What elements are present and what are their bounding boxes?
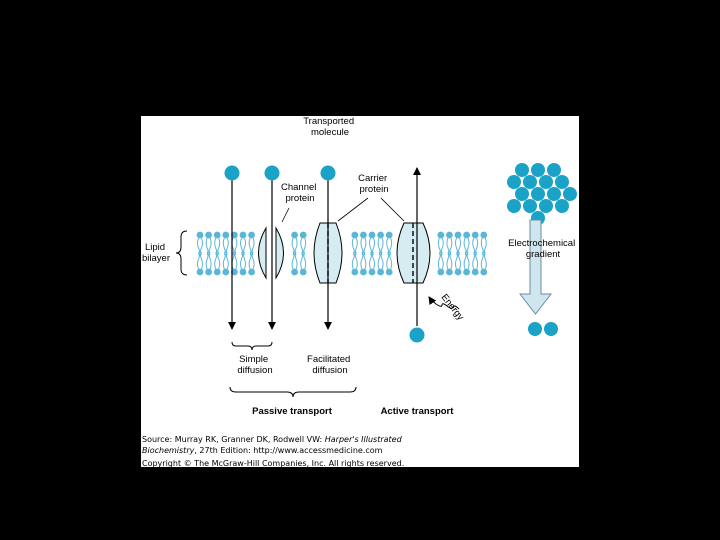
molecule-facilitated (320, 165, 336, 181)
phospholipid (454, 231, 462, 256)
phospholipid (368, 231, 376, 256)
copyright-notice: Copyright © The McGraw-Hill Companies, I… (142, 459, 405, 468)
phospholipid (368, 251, 376, 276)
gradient-molecule-high (531, 163, 545, 177)
lipid-bilayer (196, 231, 488, 276)
phospholipid (446, 231, 453, 256)
phospholipid (248, 231, 255, 256)
phospholipid (222, 231, 230, 256)
gradient-molecule-high (515, 187, 529, 201)
gradient-molecule-high (555, 199, 569, 213)
gradient-molecule-high (531, 187, 545, 201)
phospholipid (213, 231, 221, 256)
lipid-bilayer-brace (175, 230, 188, 276)
membrane-transport-figure: Transported molecule Channel protein Car… (141, 116, 579, 468)
channel-protein-label: Channel protein (281, 182, 319, 204)
source-citation-line-2: Biochemistry, 27th Edition: http://www.a… (142, 446, 383, 455)
molecule-active (409, 327, 425, 343)
phospholipid (471, 251, 479, 276)
gradient-molecule-high (539, 199, 553, 213)
gradient-molecule-high (547, 187, 561, 201)
facilitated-diffusion-label: Facilitated diffusion (307, 354, 353, 376)
carrier-protein-leader-left (337, 197, 369, 222)
phospholipid (196, 251, 204, 276)
membrane-transport-diagram: Transported molecule Channel protein Car… (142, 116, 578, 417)
phospholipid (377, 251, 384, 276)
molecule-simple (224, 165, 240, 181)
passive-transport-brace (229, 386, 357, 398)
phospholipid (360, 251, 367, 276)
gradient-molecule-high (555, 175, 569, 189)
gradient-molecule-high (515, 163, 529, 177)
phospholipid (480, 251, 488, 276)
source-citation-line-1: Source: Murray RK, Granner DK, Rodwell V… (142, 435, 402, 444)
phospholipid (480, 231, 488, 256)
gradient-molecule-high (507, 199, 521, 213)
phospholipid (239, 231, 247, 256)
passive-transport-label: Passive transport (252, 406, 333, 417)
phospholipid (471, 231, 479, 256)
channel-protein (258, 226, 284, 280)
phospholipid (291, 231, 298, 256)
electrochemical-gradient-label: Electrochemical gradient (508, 238, 578, 260)
gradient-molecule-high (563, 187, 577, 201)
gradient-molecule-low (528, 322, 542, 336)
phospholipid (248, 251, 255, 276)
phospholipid (463, 251, 470, 276)
carrier-protein-label: Carrier protein (358, 173, 390, 195)
phospholipid (385, 231, 393, 256)
phospholipid (196, 231, 204, 256)
channel-protein-leader (281, 207, 290, 223)
phospholipid (463, 231, 470, 256)
phospholipid (239, 251, 247, 276)
gradient-molecule-high (523, 199, 537, 213)
phospholipid (205, 231, 212, 256)
phospholipid (360, 231, 367, 256)
phospholipid (437, 251, 445, 276)
phospholipid (299, 231, 307, 256)
phospholipid (213, 251, 221, 276)
gradient-molecule-high (547, 163, 561, 177)
phospholipid (291, 251, 298, 276)
phospholipid (222, 251, 230, 276)
phospholipid (351, 231, 359, 256)
gradient-molecule-high (507, 175, 521, 189)
phospholipid (205, 251, 212, 276)
phospholipid (377, 231, 384, 256)
phospholipid (446, 251, 453, 276)
phospholipid (299, 251, 307, 276)
simple-diffusion-brace (231, 341, 273, 351)
electrochemical-gradient-arrow (518, 219, 553, 315)
phospholipid (385, 251, 393, 276)
active-transport-label: Active transport (381, 406, 455, 417)
lipid-bilayer-label: Lipid bilayer (142, 242, 170, 264)
simple-diffusion-label: Simple diffusion (237, 354, 272, 376)
carrier-protein-leader-right (380, 197, 405, 222)
energy-arrow (428, 296, 460, 310)
gradient-molecule-high (523, 175, 537, 189)
transported-molecule-label: Transported molecule (303, 116, 357, 138)
energy-label: Energy (439, 292, 466, 323)
phospholipid (437, 231, 445, 256)
phospholipid (351, 251, 359, 276)
gradient-molecule-low (544, 322, 558, 336)
phospholipid (454, 251, 462, 276)
carrier-protein-active (396, 222, 431, 284)
gradient-molecule-high (539, 175, 553, 189)
gradient-molecule-cluster (507, 163, 577, 225)
molecule-channel (264, 165, 280, 181)
